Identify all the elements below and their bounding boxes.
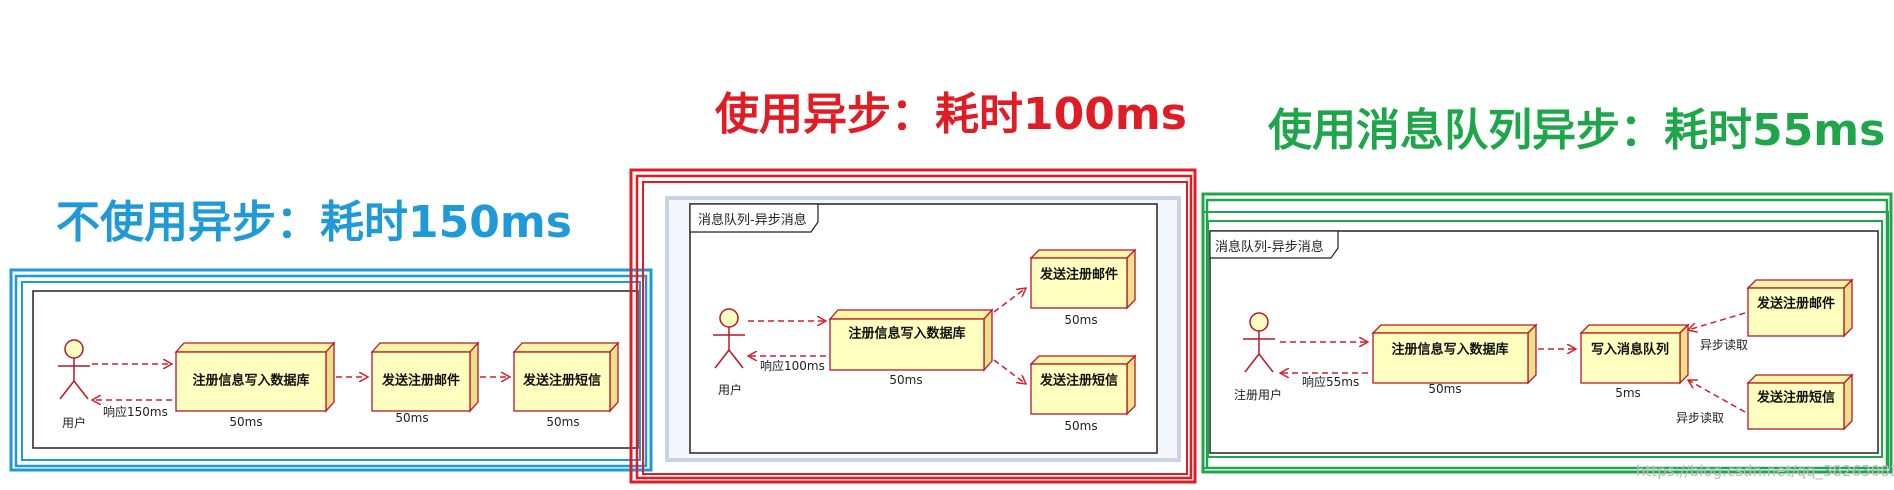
node-send-email: 发送注册邮件 (370, 341, 480, 413)
response-label: 响应150ms (103, 404, 168, 419)
node-time: 50ms (1428, 382, 1461, 396)
response-label: 响应100ms (760, 358, 825, 373)
panel-mq-async: 消息队列-异步消息 注册用户 响应55ms 注册信息写入数据库 50ms 写入消… (1201, 192, 1894, 481)
node-time: 50ms (395, 411, 428, 425)
panel-border (642, 181, 1188, 475)
node-send-email: 发送注册邮件 (1029, 248, 1137, 310)
node-label: 发送注册短信 (522, 373, 601, 389)
node-send-sms: 发送注册短信 (1746, 373, 1854, 431)
node-label: 写入消息队列 (1591, 342, 1669, 358)
node-label: 发送注册邮件 (381, 373, 460, 389)
node-label: 注册信息写入数据库 (848, 326, 965, 342)
node-send-sms: 发送注册短信 (1029, 354, 1137, 416)
heading-mq-async: 使用消息队列异步：耗时55ms (1268, 105, 1886, 156)
frame-title: 消息队列-异步消息 (1215, 239, 1324, 255)
panel-async: 消息队列-异步消息 用户 响应100ms 注册信息写入数据库 50ms 发送注册… (629, 168, 1197, 484)
node-label: 发送注册短信 (1039, 373, 1118, 389)
node-send-email: 发送注册邮件 (1746, 278, 1854, 338)
actor-label: 用户 (62, 415, 86, 430)
node-time: 50ms (889, 373, 922, 387)
panel-border (635, 174, 1193, 480)
heading-async: 使用异步：耗时100ms (715, 89, 1187, 140)
node-label: 注册信息写入数据库 (192, 373, 309, 389)
panel-border (1207, 220, 1883, 458)
actor-label: 用户 (718, 382, 742, 397)
watermark: https://blog.csdn.net/qq_38263083 (1636, 462, 1894, 481)
node-time: 5ms (1615, 386, 1641, 400)
node-time: 50ms (229, 415, 262, 429)
node-label: 注册信息写入数据库 (1391, 342, 1508, 358)
frame-tab (1209, 230, 1339, 259)
panel-border (9, 268, 653, 472)
panel-border (14, 274, 648, 468)
panel-border (21, 281, 641, 461)
node-time: 50ms (1064, 313, 1097, 327)
panel-no-async: 用户 响应150ms 注册信息写入数据库 50ms 发送注册邮件 50ms 发送… (9, 268, 653, 472)
node-db-write: 注册信息写入数据库 (1371, 323, 1538, 385)
node-label: 发送注册邮件 (1756, 296, 1835, 312)
actor-label: 注册用户 (1234, 387, 1282, 402)
read-arrow (1688, 380, 1746, 413)
async-read-label: 异步读取 (1700, 338, 1748, 352)
flow-arrow (993, 359, 1026, 384)
frame-tab (689, 203, 819, 233)
panel-border (1202, 211, 1889, 469)
node-time: 50ms (546, 415, 579, 429)
response-label: 响应55ms (1302, 374, 1359, 389)
node-label: 发送注册短信 (1756, 390, 1835, 406)
node-label: 发送注册邮件 (1039, 267, 1118, 283)
node-db-write: 注册信息写入数据库 (174, 341, 336, 413)
frame-title: 消息队列-异步消息 (698, 212, 807, 228)
async-read-label: 异步读取 (1676, 411, 1724, 425)
node-db-write: 注册信息写入数据库 (828, 308, 994, 372)
node-write-mq: 写入消息队列 (1579, 323, 1690, 385)
heading-no-async: 不使用异步：耗时150ms (56, 197, 572, 248)
node-time: 50ms (1064, 419, 1097, 433)
flow-arrow (993, 288, 1026, 313)
panel-border (629, 168, 1197, 484)
node-send-sms: 发送注册短信 (512, 341, 620, 413)
